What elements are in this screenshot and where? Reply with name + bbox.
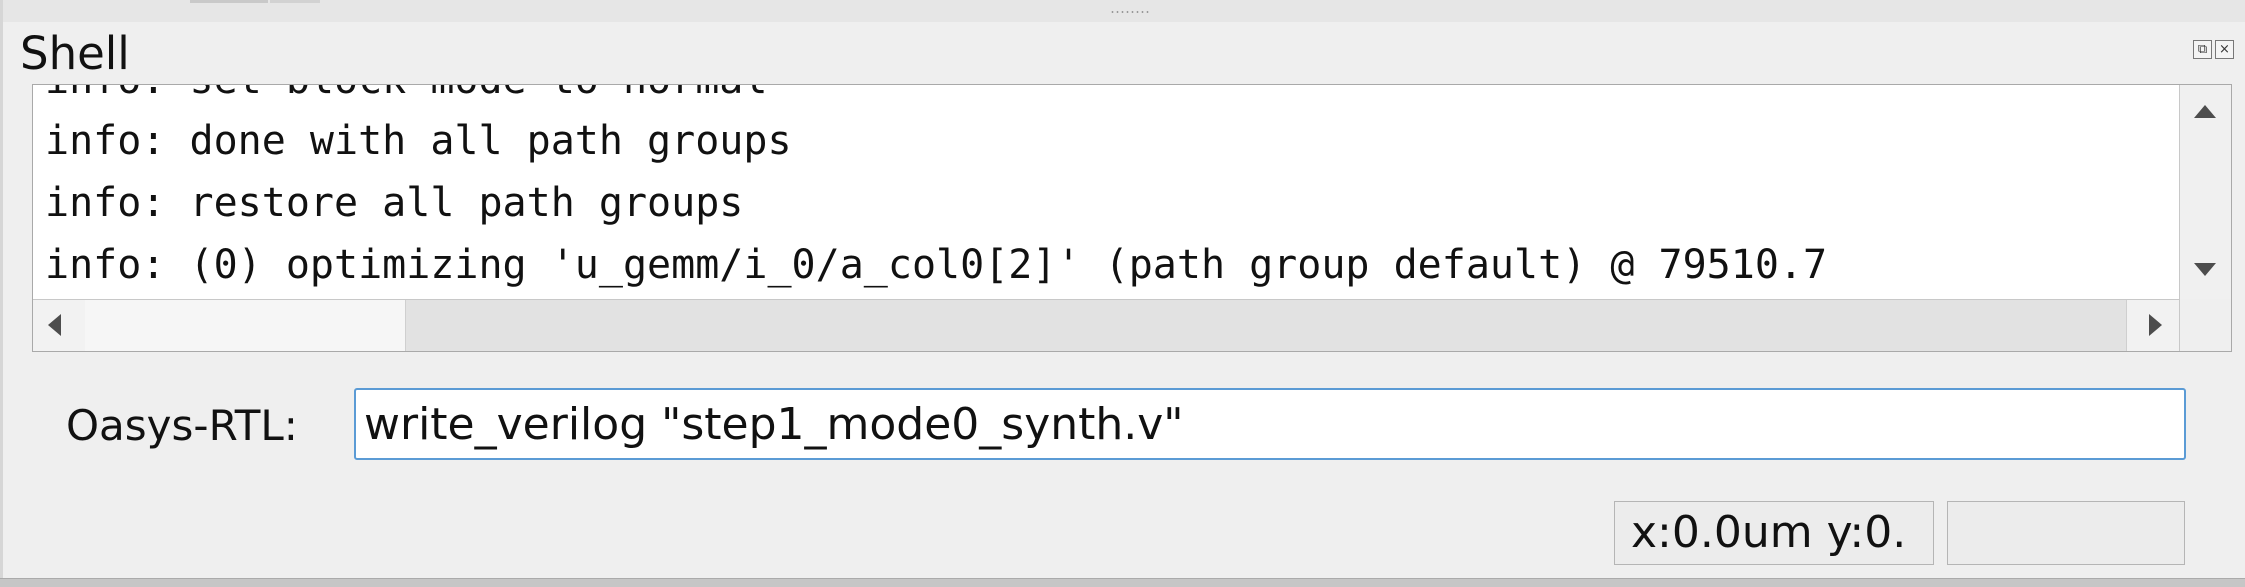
shell-output-log[interactable]: info: set block mode to normal info: don… xyxy=(32,84,2232,352)
panel-title: Shell xyxy=(20,27,130,80)
scroll-right-icon xyxy=(2149,314,2162,336)
status-field-extra xyxy=(1947,501,2185,565)
log-line: info: set block mode to normal xyxy=(45,85,2165,110)
cursor-coordinates-status: x:0.0um y:0. xyxy=(1614,501,1934,565)
scroll-up-icon[interactable] xyxy=(2194,105,2216,118)
horizontal-scrollbar[interactable] xyxy=(33,299,2179,351)
log-line: info: done with all path groups xyxy=(45,118,792,164)
splitter-grip-handle[interactable] xyxy=(1110,10,1150,14)
float-panel-icon[interactable]: ⧉ xyxy=(2193,40,2212,59)
window-bottom-edge xyxy=(0,578,2245,587)
top-tab-edge xyxy=(270,0,320,3)
command-prompt-label: Oasys-RTL: xyxy=(66,401,298,450)
command-input[interactable] xyxy=(354,388,2186,460)
scroll-left-icon xyxy=(48,314,61,336)
top-tab-edge xyxy=(190,0,268,3)
scrollbar-corner xyxy=(2179,299,2231,351)
window-left-edge xyxy=(0,0,3,586)
close-panel-icon[interactable]: × xyxy=(2215,40,2234,59)
scroll-left-button[interactable] xyxy=(33,300,86,351)
scroll-right-button[interactable] xyxy=(2126,300,2179,351)
vertical-scrollbar[interactable] xyxy=(2179,85,2231,299)
scroll-down-icon[interactable] xyxy=(2194,263,2216,276)
log-line: info: restore all path groups xyxy=(45,180,744,226)
log-lines: info: set block mode to normal info: don… xyxy=(45,85,2165,296)
log-line: info: (0) optimizing 'u_gemm/i_0/a_col0[… xyxy=(45,242,1828,288)
horizontal-scroll-thumb[interactable] xyxy=(85,300,406,351)
